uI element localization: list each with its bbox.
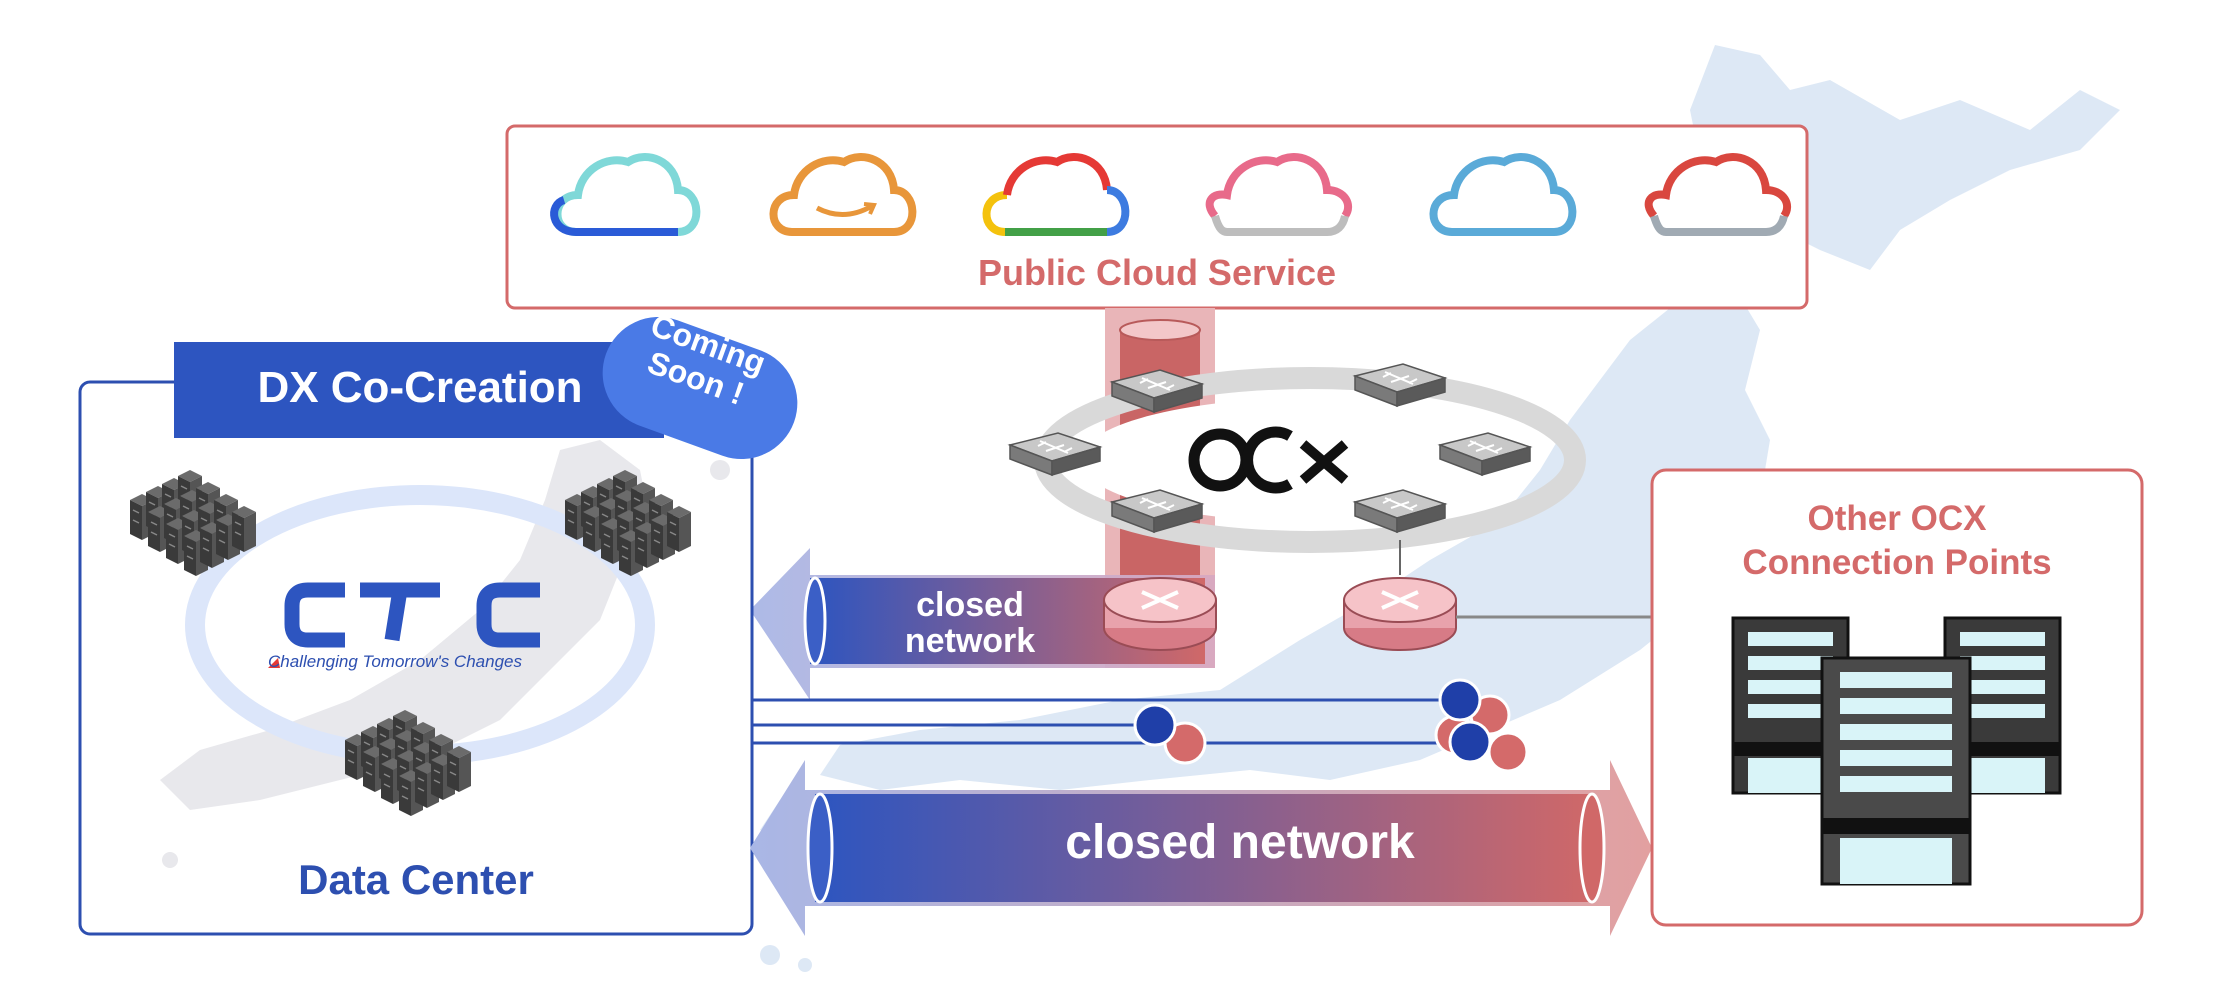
ctc-logo <box>268 582 540 668</box>
other-ocx-line1: Other OCX <box>1807 499 1987 538</box>
closed-network-big-pipe <box>815 794 1595 902</box>
dx-co-creation-banner <box>174 342 664 438</box>
closed-network-small-label: closed network <box>860 587 1080 659</box>
cloud-icon-amazon-style <box>769 153 917 236</box>
coming-soon-badge <box>602 316 798 460</box>
closed-network-big-label: closed network <box>1065 816 1415 869</box>
dx-co-creation-title: DX Co-Creation <box>257 363 583 412</box>
ocx-logo <box>1188 426 1349 494</box>
cloud-icon-azure-style <box>550 153 701 236</box>
data-center-title: Data Center <box>298 856 534 903</box>
other-ocx-line2: Connection Points <box>1742 543 2052 582</box>
router-icon <box>1102 576 1218 652</box>
router-icon <box>1342 576 1458 652</box>
cloud-icon-blue-style <box>1429 153 1577 236</box>
connection-point-dots <box>1133 678 1529 773</box>
cloud-icon-pink-style <box>1205 153 1353 236</box>
cloud-icon-oracle-style <box>1644 153 1792 236</box>
building-icon <box>1731 616 2062 886</box>
closed-network-small-line1: closed <box>916 586 1024 624</box>
ctc-tagline: Challenging Tomorrow's Changes <box>268 652 522 671</box>
other-ocx-title: Other OCX Connection Points <box>1652 497 2142 585</box>
public-cloud-title: Public Cloud Service <box>977 252 1337 293</box>
connection-lines <box>752 698 1470 745</box>
closed-network-small-line2: network <box>904 622 1036 660</box>
cloud-icon-google-style <box>982 153 1130 236</box>
